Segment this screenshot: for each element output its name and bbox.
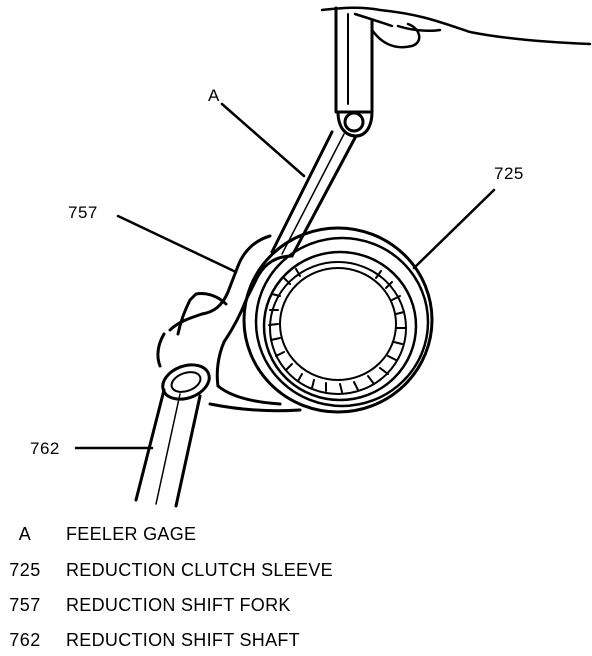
diagram-drawing <box>74 6 592 508</box>
legend-desc: REDUCTION SHIFT SHAFT <box>66 630 300 650</box>
feeler-gage <box>270 6 374 258</box>
exploded-diagram: A 725 757 762 <box>30 6 592 508</box>
callout-a: A <box>208 86 220 105</box>
clutch-sleeve <box>242 226 434 414</box>
legend-key: 757 <box>9 595 41 615</box>
legend-row-725: 725 REDUCTION CLUTCH SLEEVE <box>0 558 592 582</box>
shift-fork <box>156 234 302 413</box>
legend-desc: REDUCTION SHIFT FORK <box>66 595 291 615</box>
shift-shaft <box>134 363 211 508</box>
legend-key: 725 <box>9 560 41 580</box>
legend-desc: REDUCTION CLUTCH SLEEVE <box>66 560 333 580</box>
callout-762: 762 <box>30 439 60 458</box>
legend-row-762: 762 REDUCTION SHIFT SHAFT <box>0 628 592 652</box>
housing-outline <box>320 6 592 49</box>
leader-lines <box>74 102 496 450</box>
callout-757: 757 <box>68 203 98 222</box>
callout-725: 725 <box>494 164 524 183</box>
legend-key: 762 <box>9 630 41 650</box>
legend-row-757: 757 REDUCTION SHIFT FORK <box>0 593 592 617</box>
legend-row-a: A FEELER GAGE <box>0 522 592 546</box>
legend-key: A <box>18 524 32 544</box>
legend-desc: FEELER GAGE <box>66 524 197 544</box>
